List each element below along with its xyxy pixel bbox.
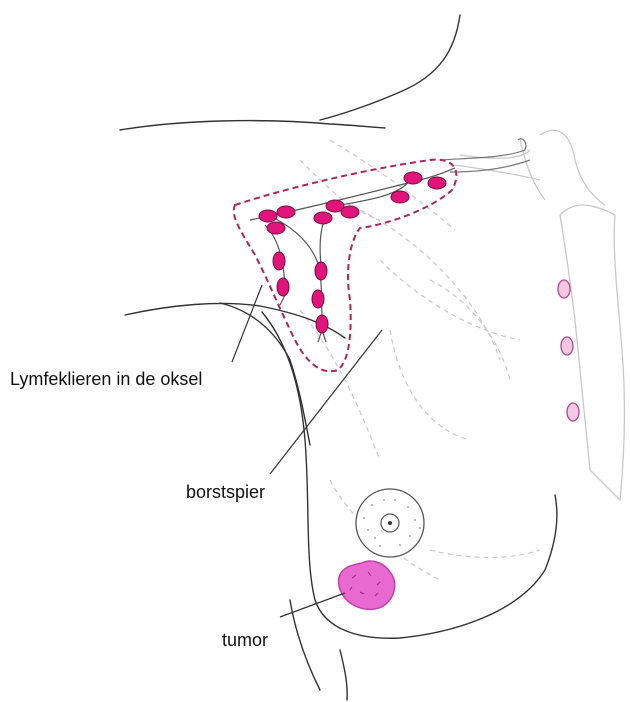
neck-line (320, 15, 460, 120)
lymph-node (314, 212, 332, 224)
lymph-node (391, 191, 409, 203)
label-chest-muscle: borstspier (186, 483, 265, 501)
lymph-node (277, 206, 295, 218)
leader-axilla (232, 285, 262, 362)
lymph-node (404, 172, 422, 184)
lymph-node (316, 315, 328, 333)
lower-torso-line (290, 600, 320, 690)
breast-outer-contour (262, 312, 557, 638)
lymph-node (341, 206, 359, 218)
sternum-ribs (455, 130, 624, 500)
sternal-node-1 (558, 280, 570, 298)
arm-upper-line (125, 303, 345, 338)
shoulder-line (120, 121, 385, 130)
chest-lower-line (340, 650, 347, 700)
arm-lower-line (220, 303, 310, 445)
sternal-node-3 (567, 403, 579, 421)
lymph-node (267, 222, 285, 234)
leader-muscle (270, 330, 382, 474)
lymph-node (259, 210, 277, 222)
body-outline (120, 15, 557, 700)
tumor-mass (339, 561, 395, 609)
lymph-node (315, 262, 327, 280)
areola (356, 489, 424, 557)
label-axillary-lymph-nodes: Lymfeklieren in de oksel (10, 370, 202, 388)
clavicle (440, 139, 530, 172)
sternal-lymph-nodes (558, 280, 579, 421)
sternal-node-2 (561, 337, 573, 355)
leader-tumor (280, 593, 345, 617)
lymph-node (428, 177, 446, 189)
label-tumor: tumor (222, 631, 268, 649)
lymph-node (273, 252, 285, 270)
axillary-node-region (234, 160, 457, 372)
lymph-node (277, 278, 289, 296)
lymph-node (312, 290, 324, 308)
